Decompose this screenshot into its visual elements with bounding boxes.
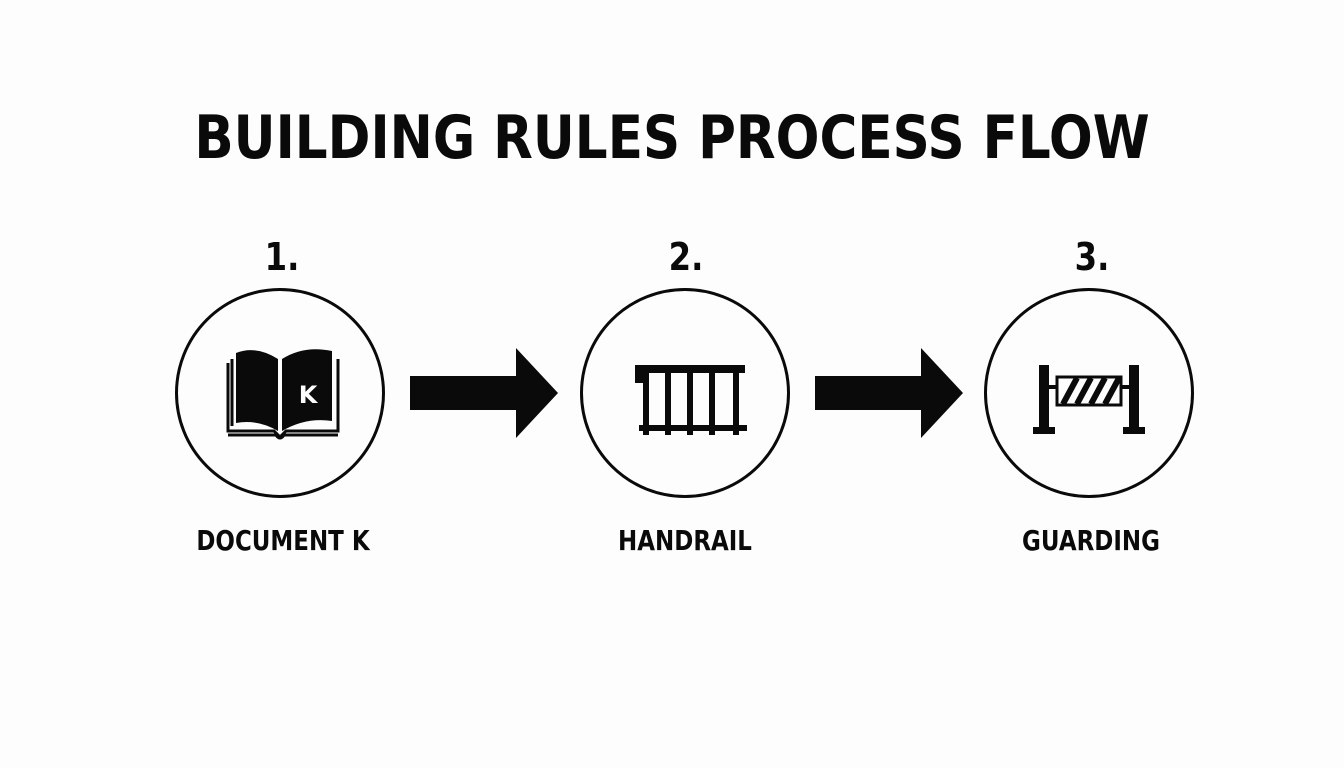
book-letter: K — [299, 381, 319, 409]
step-1-number: 1. — [264, 235, 300, 279]
step-2-number: 2. — [668, 235, 704, 279]
book-icon: K — [226, 349, 340, 440]
diagram-title: BUILDING RULES PROCESS FLOW — [194, 103, 1150, 173]
barrier-icon — [1033, 365, 1145, 434]
step-3-number: 3. — [1074, 235, 1110, 279]
step-2-circle — [580, 288, 790, 498]
step-3-label: GUARDING — [1022, 524, 1160, 557]
step-1-label: DOCUMENT K — [196, 524, 370, 557]
step-1-circle: K — [175, 288, 385, 498]
arrow-right-icon — [410, 348, 558, 438]
arrow-right-icon — [815, 348, 963, 438]
handrail-icon — [635, 365, 747, 435]
step-3-circle — [984, 288, 1194, 498]
step-2-label: HANDRAIL — [618, 524, 752, 557]
